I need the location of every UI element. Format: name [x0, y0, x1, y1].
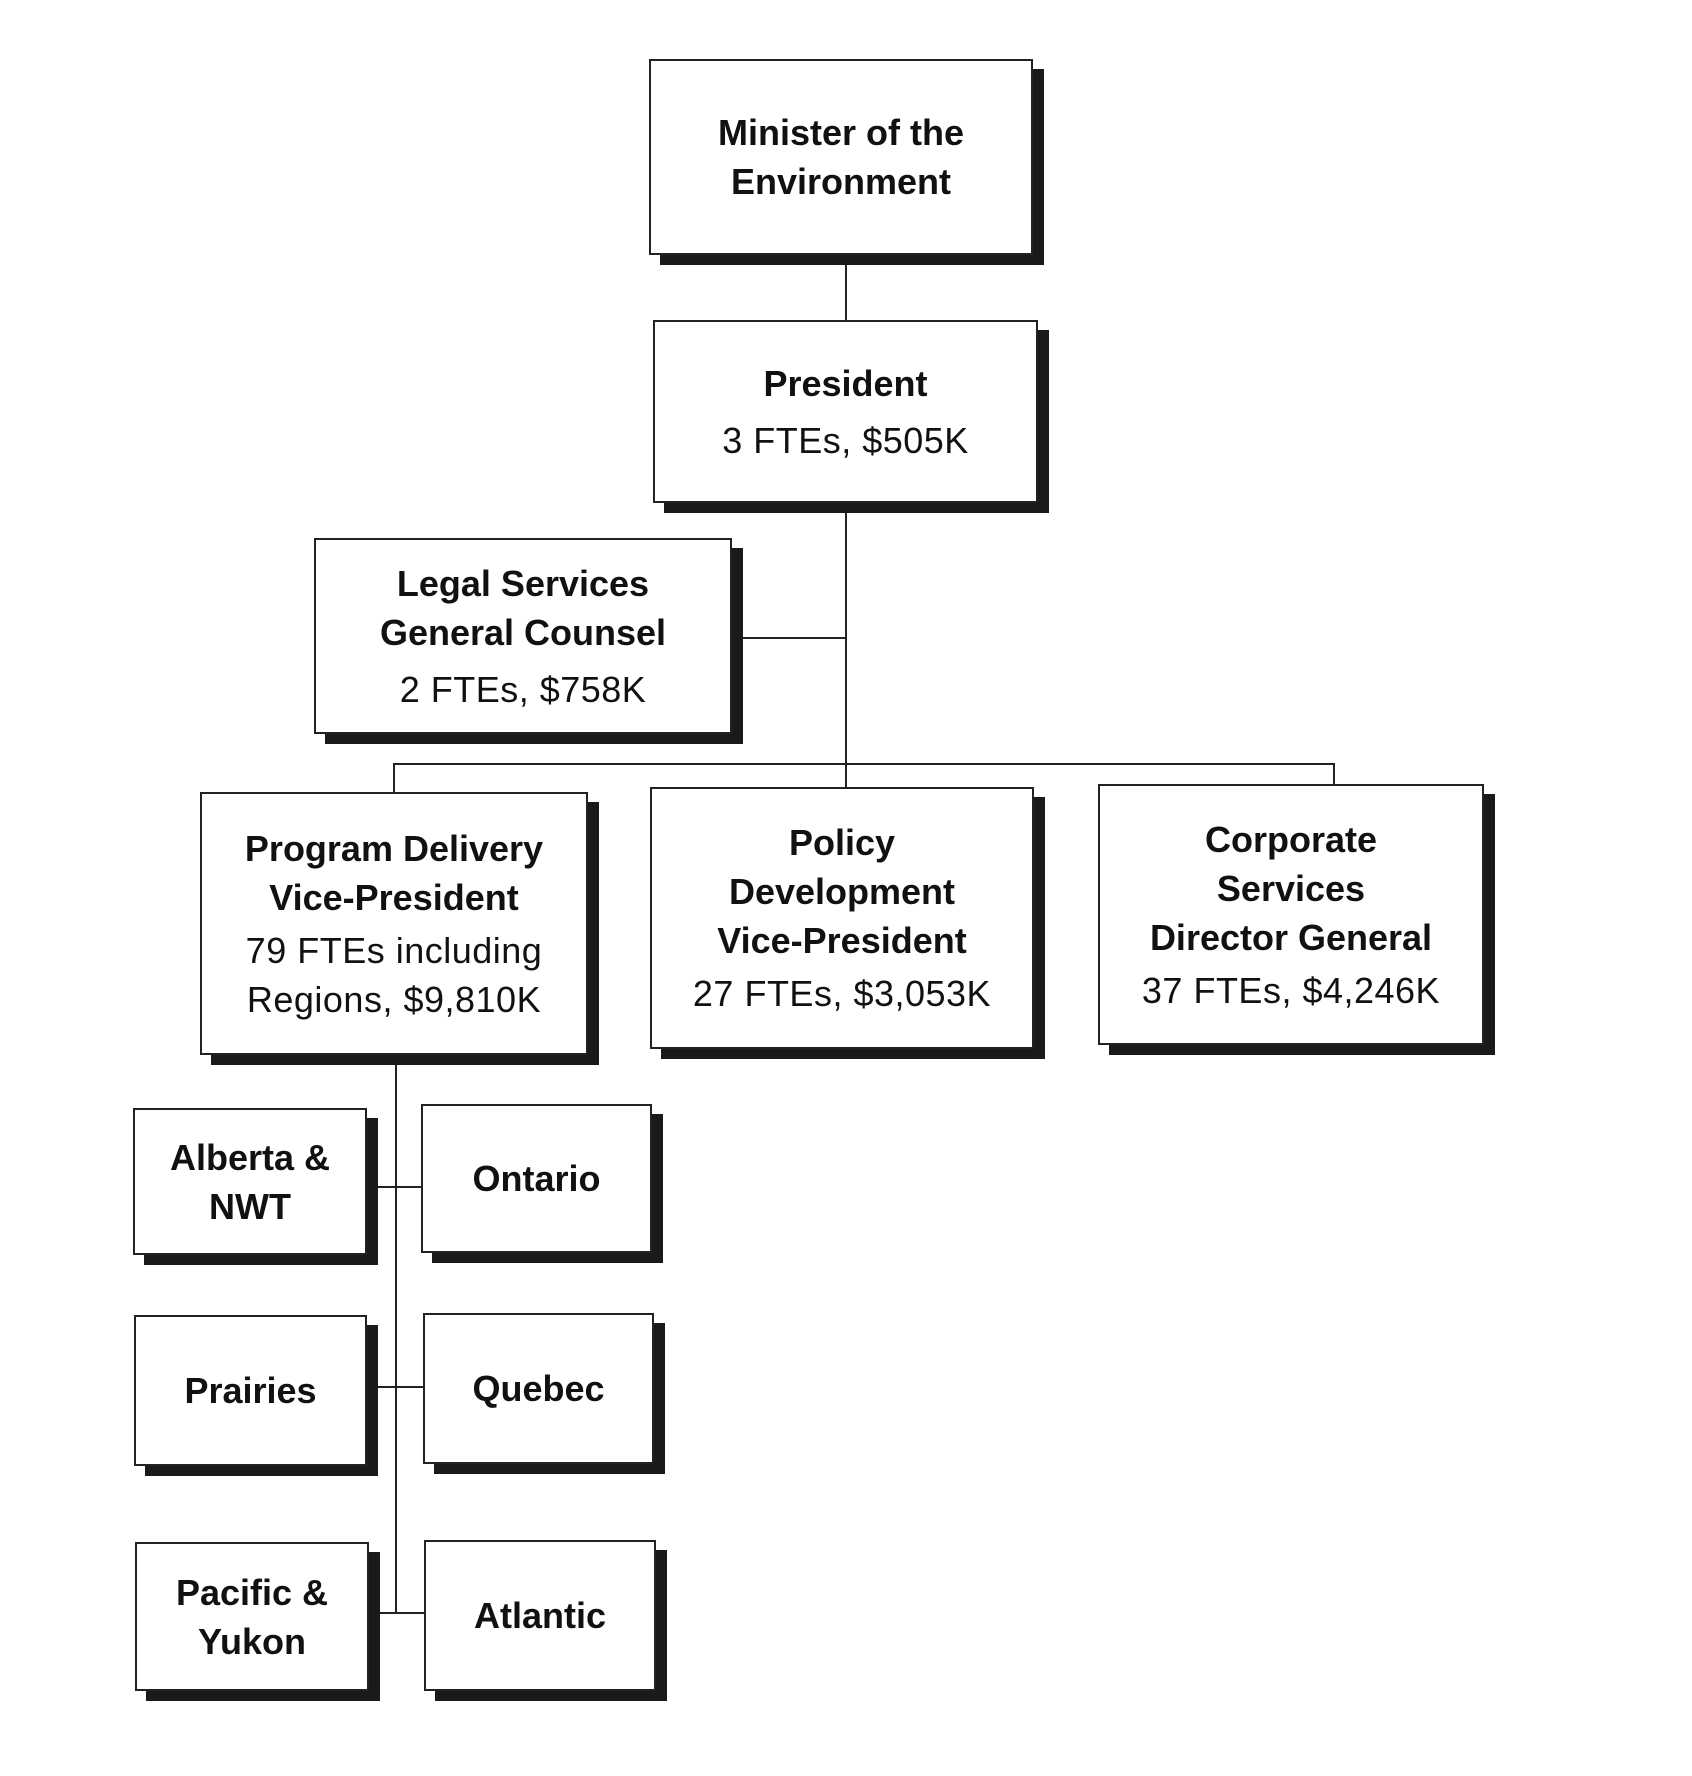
connector: [367, 1386, 423, 1388]
connector: [845, 255, 847, 321]
president-detail: 3 FTEs, $505K: [722, 419, 969, 461]
region-label: Alberta &NWT: [169, 1136, 331, 1227]
connector: [1333, 763, 1335, 785]
region-prairies: Prairies: [134, 1315, 367, 1466]
region-pacific-yukon: Pacific &Yukon: [135, 1542, 369, 1691]
region-label: Prairies: [184, 1370, 317, 1411]
connector: [393, 763, 1335, 765]
president-title: President: [763, 362, 928, 404]
region-atlantic: Atlantic: [424, 1540, 656, 1691]
connector: [845, 503, 847, 788]
connector: [395, 1055, 397, 1614]
region-alberta-nwt: Alberta &NWT: [133, 1108, 367, 1255]
region-label: Atlantic: [473, 1595, 606, 1636]
region-label: Pacific &Yukon: [175, 1571, 329, 1662]
connector: [393, 763, 395, 793]
legal-detail: 2 FTEs, $758K: [399, 668, 647, 710]
region-quebec: Quebec: [423, 1313, 654, 1464]
connector: [369, 1612, 425, 1614]
connector: [732, 637, 846, 639]
region-label: Quebec: [472, 1368, 605, 1409]
connector: [367, 1186, 422, 1188]
president-box: President 3 FTEs, $505K: [653, 320, 1038, 503]
corporate-detail: 37 FTEs, $4,246K: [1141, 969, 1441, 1011]
policy-detail: 27 FTEs, $3,053K: [692, 973, 992, 1014]
region-ontario: Ontario: [421, 1104, 652, 1253]
region-label: Ontario: [472, 1158, 601, 1199]
